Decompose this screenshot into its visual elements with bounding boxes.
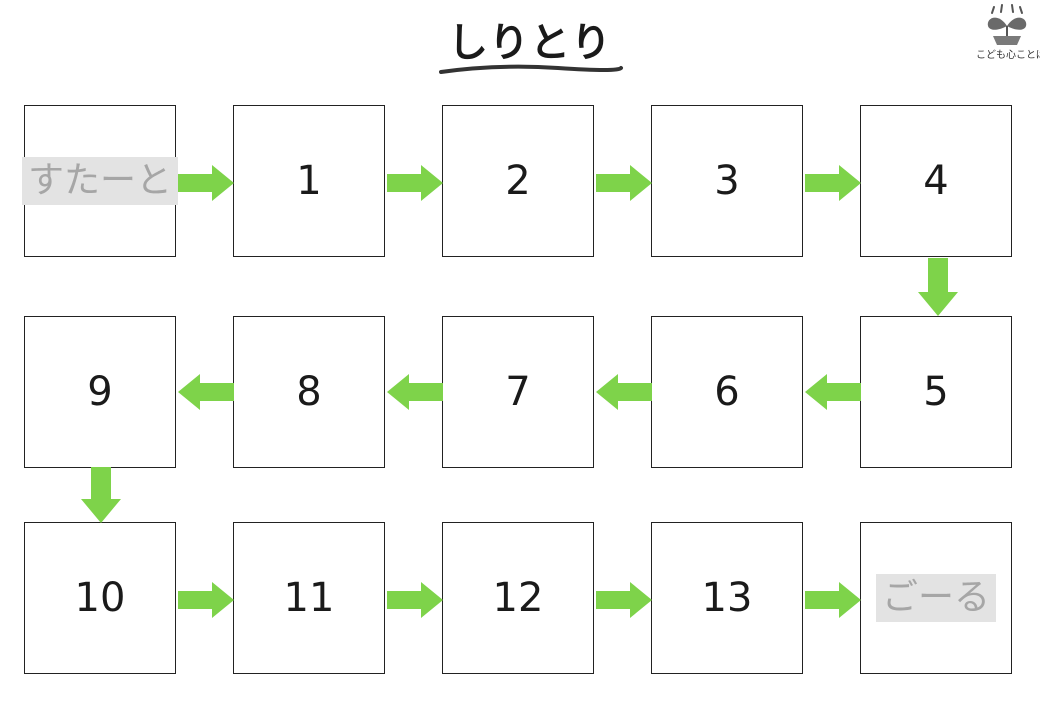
cell-3[interactable]: 3 bbox=[651, 105, 803, 257]
page-title: しりとり bbox=[448, 20, 612, 66]
sprout-logo-icon bbox=[987, 4, 1027, 45]
cell-number: 3 bbox=[714, 158, 740, 204]
cell-number: 11 bbox=[283, 575, 335, 621]
cell-number: 2 bbox=[505, 158, 531, 204]
goal-label: ごーる bbox=[875, 574, 996, 622]
arrow-down-icon bbox=[81, 467, 121, 523]
title-underline bbox=[439, 64, 623, 74]
arrow-left-icon bbox=[805, 374, 861, 410]
arrow-left-icon bbox=[178, 374, 234, 410]
cell-1[interactable]: 1 bbox=[233, 105, 385, 257]
cell-4[interactable]: 4 bbox=[860, 105, 1012, 257]
cell-number: 8 bbox=[296, 369, 322, 415]
cell-number: 6 bbox=[714, 369, 740, 415]
goal-box: ごーる bbox=[860, 522, 1012, 674]
logo: こども心ことば bbox=[976, 4, 1040, 61]
arrow-right-icon bbox=[178, 582, 234, 618]
arrow-right-icon bbox=[178, 165, 234, 201]
arrow-right-icon bbox=[387, 582, 443, 618]
cell-number: 5 bbox=[923, 369, 949, 415]
logo-text: こども心ことば bbox=[976, 50, 1040, 61]
cell-2[interactable]: 2 bbox=[442, 105, 594, 257]
cell-9[interactable]: 9 bbox=[24, 316, 176, 468]
cell-number: 1 bbox=[296, 158, 322, 204]
arrow-right-icon bbox=[596, 165, 652, 201]
cell-8[interactable]: 8 bbox=[233, 316, 385, 468]
cell-11[interactable]: 11 bbox=[233, 522, 385, 674]
cell-7[interactable]: 7 bbox=[442, 316, 594, 468]
cell-number: 9 bbox=[87, 369, 113, 415]
arrow-left-icon bbox=[596, 374, 652, 410]
arrow-left-icon bbox=[387, 374, 443, 410]
cell-number: 12 bbox=[492, 575, 544, 621]
cell-number: 10 bbox=[74, 575, 126, 621]
arrow-right-icon bbox=[805, 165, 861, 201]
cell-13[interactable]: 13 bbox=[651, 522, 803, 674]
start-label: すたーと bbox=[22, 157, 179, 205]
cell-number: 4 bbox=[923, 158, 949, 204]
cell-5[interactable]: 5 bbox=[860, 316, 1012, 468]
arrow-right-icon bbox=[387, 165, 443, 201]
cell-12[interactable]: 12 bbox=[442, 522, 594, 674]
cell-number: 13 bbox=[701, 575, 753, 621]
arrow-right-icon bbox=[596, 582, 652, 618]
start-box: すたーと bbox=[22, 105, 179, 257]
cell-number: 7 bbox=[505, 369, 531, 415]
cell-10[interactable]: 10 bbox=[24, 522, 176, 674]
arrow-right-icon bbox=[805, 582, 861, 618]
arrow-down-icon bbox=[918, 258, 958, 316]
cell-6[interactable]: 6 bbox=[651, 316, 803, 468]
